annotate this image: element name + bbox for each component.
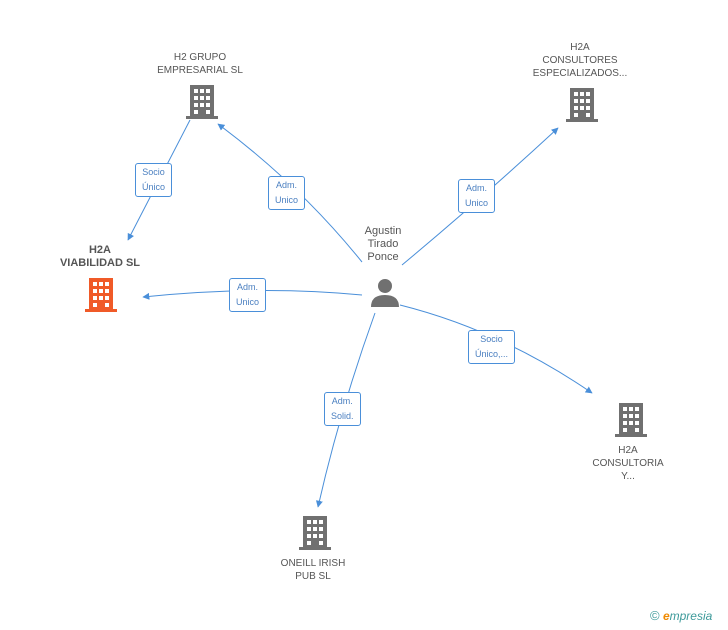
center-person-label[interactable]: Agustin Tirado Ponce bbox=[364, 225, 402, 263]
node-label-h2-grupo[interactable]: H2 GRUPO EMPRESARIAL SL bbox=[157, 52, 243, 76]
brand-initial: e bbox=[662, 609, 670, 623]
node-label-h2a-consultores[interactable]: H2A CONSULTORES ESPECIALIZADOS... bbox=[532, 42, 628, 79]
copyright-symbol: © bbox=[650, 608, 660, 623]
building-icon bbox=[186, 85, 218, 119]
edge-label-grupo-viabilidad[interactable]: Socio Único bbox=[135, 163, 173, 197]
person-icon[interactable] bbox=[369, 276, 401, 308]
building-icon bbox=[566, 88, 598, 122]
brand-watermark: © empresia bbox=[650, 608, 712, 623]
node-label-oneill[interactable]: ONEILL IRISH PUB SL bbox=[280, 558, 346, 582]
building-icon bbox=[85, 278, 117, 312]
building-icon bbox=[299, 516, 331, 550]
edge-label-center-consultores[interactable]: Adm. Unico bbox=[458, 179, 496, 213]
edge-label-center-viabilidad[interactable]: Adm. Unico bbox=[229, 278, 267, 312]
edge-label-center-grupo[interactable]: Adm. Unico bbox=[268, 176, 306, 210]
brand-name: mpresia bbox=[669, 609, 713, 623]
building-icon bbox=[615, 403, 647, 437]
node-label-h2a-consultoria[interactable]: H2A CONSULTORIA Y... bbox=[592, 445, 664, 482]
edge-label-center-oneill[interactable]: Adm. Solid. bbox=[324, 392, 361, 426]
node-label-h2a-viabilidad[interactable]: H2A VIABILIDAD SL bbox=[59, 244, 141, 269]
edge-label-center-consultoria[interactable]: Socio Único,... bbox=[468, 330, 516, 364]
